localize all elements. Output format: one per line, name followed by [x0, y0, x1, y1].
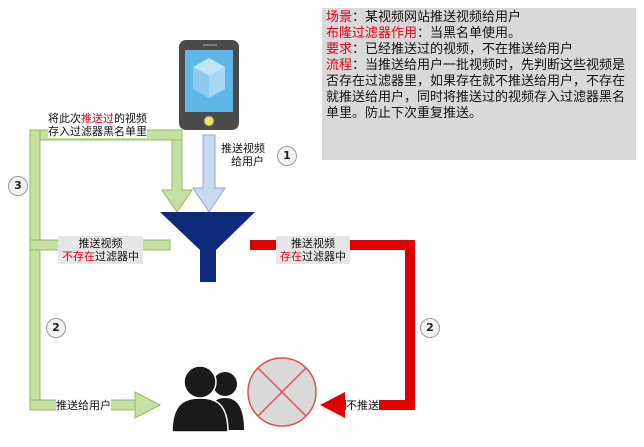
step-2-right-badge: 2	[420, 318, 440, 338]
not-exist-label: 推送视频 不存在过滤器中	[58, 236, 143, 264]
exist-suffix: 过滤器中	[302, 250, 346, 263]
funnel-icon	[160, 212, 255, 282]
requirement-text: ：已经推送过的视频，不在推送给用户	[352, 42, 574, 57]
scene-line: 场景：某视频网站推送视频给用户	[326, 10, 632, 26]
users-icon	[171, 365, 244, 433]
step-1-badge: 1	[277, 146, 297, 166]
requirement-line: 要求：已经推送过的视频，不在推送给用户	[326, 42, 632, 58]
not-exist-red: 不存在	[62, 250, 95, 263]
phone-icon	[179, 40, 239, 130]
filter-role-key: 布隆过滤器作用	[326, 26, 418, 41]
store-red: 推送过	[81, 112, 114, 125]
not-exist-line1: 推送视频	[78, 237, 123, 250]
push-video-label-line2: 给用户	[231, 155, 264, 168]
push-video-label-line1: 推送视频	[221, 142, 265, 155]
exist-red: 存在	[280, 250, 302, 263]
step-3-badge: 3	[8, 176, 28, 196]
store-suffix: 的视频	[114, 112, 147, 125]
scene-key: 场景	[326, 10, 353, 25]
scenario-description: 场景：某视频网站推送视频给用户 布隆过滤器作用：当黑名单使用。 要求：已经推送过…	[322, 8, 636, 160]
store-label: 将此次推送过的视频 存入过滤器黑名单里	[48, 112, 147, 138]
push-to-user-label: 推送给用户	[56, 399, 111, 412]
not-push-label: 不推送	[346, 399, 379, 412]
store-prefix: 将此次	[48, 112, 81, 125]
flow-line: 流程：当推送给用户一批视频时，先判断这些视频是否存在过滤器里，如果存在就不推送给…	[326, 58, 632, 122]
exist-line1: 推送视频	[291, 237, 335, 250]
exist-label: 推送视频 存在过滤器中	[276, 236, 350, 264]
filter-role-line: 布隆过滤器作用：当黑名单使用。	[326, 26, 632, 42]
exist-line2: 存在过滤器中	[280, 250, 346, 263]
not-exist-line2: 不存在过滤器中	[62, 250, 139, 263]
store-label-line1: 将此次推送过的视频	[48, 112, 147, 125]
store-to-filter-arrow	[29, 129, 193, 411]
store-label-line2: 存入过滤器黑名单里	[48, 125, 147, 138]
flow-key: 流程	[326, 58, 353, 73]
requirement-key: 要求	[326, 42, 353, 57]
push-video-label: 推送视频 给用户	[221, 142, 265, 168]
flow-text: ：当推送给用户一批视频时，先判断这些视频是否存在过滤器里，如果存在就不推送给用户…	[326, 58, 626, 121]
filter-role-text: ：当黑名单使用。	[417, 26, 522, 41]
step-2-left-badge: 2	[46, 318, 66, 338]
reject-icon	[247, 357, 317, 427]
not-exist-suffix: 过滤器中	[95, 250, 139, 263]
push-down-arrow	[192, 134, 226, 213]
scene-text: ：某视频网站推送视频给用户	[352, 10, 522, 25]
